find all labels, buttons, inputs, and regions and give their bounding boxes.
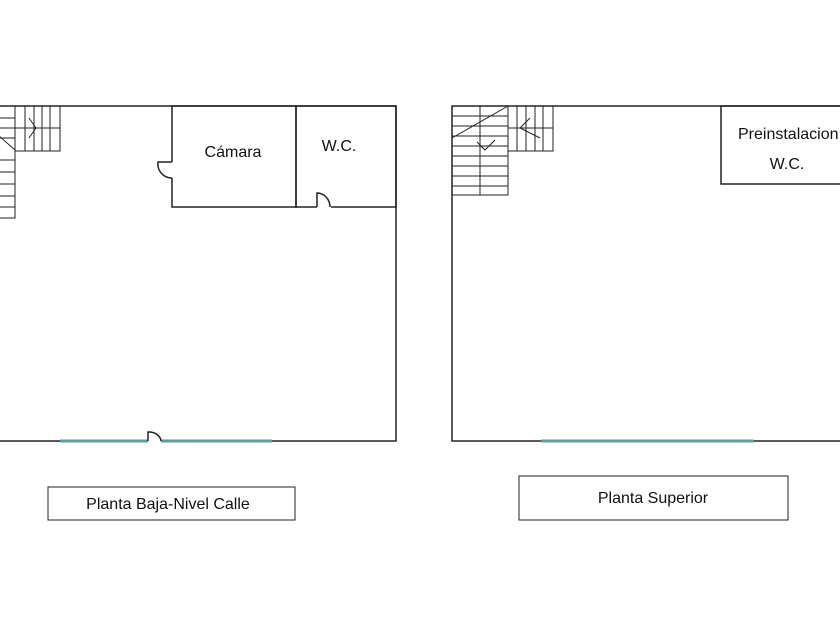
room-label-preinstalacion: Preinstalacion bbox=[738, 126, 839, 143]
staircase bbox=[0, 105, 61, 219]
room-label-wc: W.C. bbox=[770, 156, 805, 173]
staircase bbox=[451, 105, 554, 196]
plan-title-box bbox=[47, 486, 296, 521]
outer-walls bbox=[0, 105, 397, 442]
room-wc bbox=[295, 105, 397, 208]
room-label-camara: Cámara bbox=[205, 144, 262, 161]
door-camara bbox=[157, 161, 173, 179]
plan-title-box bbox=[518, 475, 789, 521]
room-label-wc: W.C. bbox=[322, 138, 357, 155]
door-wc bbox=[316, 192, 331, 208]
door-entrance bbox=[147, 431, 162, 442]
plan-upper-floor: Preinstalacion W.C. Planta Superior bbox=[451, 105, 840, 521]
plan-title: Planta Baja-Nivel Calle bbox=[86, 496, 250, 513]
room-wc-preinstall bbox=[720, 105, 840, 185]
plan-title: Planta Superior bbox=[598, 490, 709, 507]
plan-ground-floor: Cámara W.C. Planta Baja-Nivel Calle bbox=[0, 105, 397, 521]
